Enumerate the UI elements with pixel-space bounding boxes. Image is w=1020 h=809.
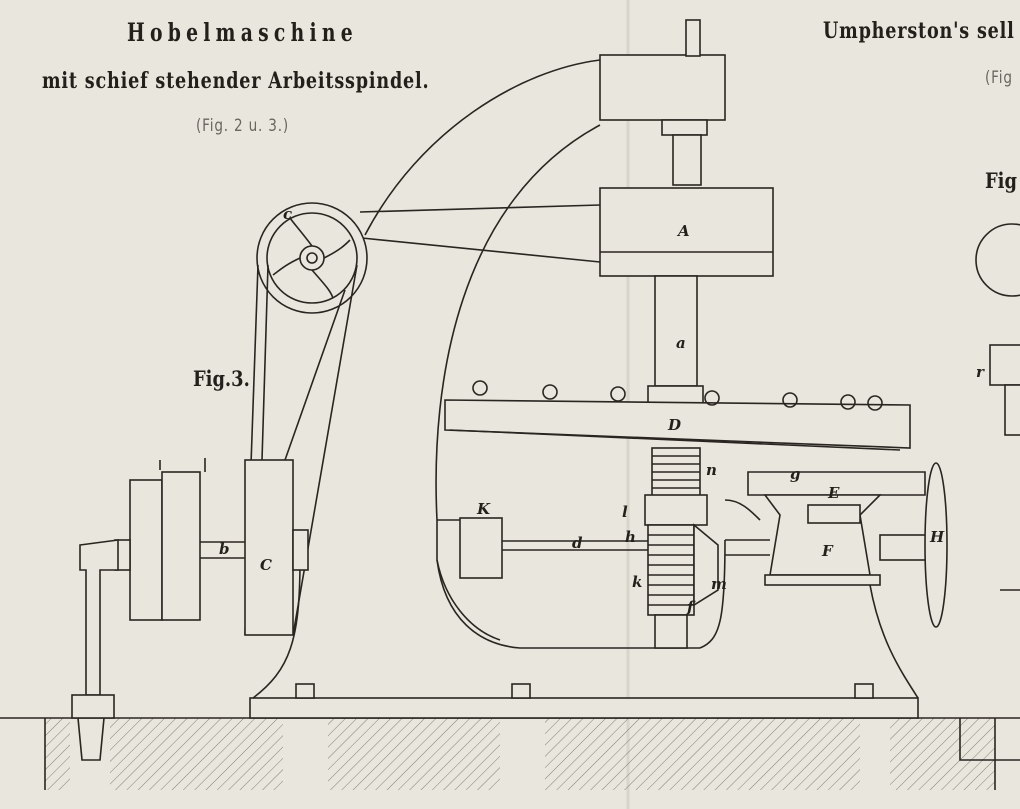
- plate-subtitle: mit schief stehender Arbeitsspindel.: [42, 68, 430, 94]
- right-figure-reference: (Fig: [985, 68, 1013, 88]
- label-r: r: [976, 363, 984, 381]
- label-A: A: [678, 222, 690, 240]
- pulley-c: [256, 202, 368, 314]
- table-D: [444, 380, 911, 451]
- plate-title: Hobelmaschine: [127, 18, 358, 47]
- arm-A: [359, 204, 601, 263]
- label-D: D: [668, 416, 682, 434]
- block-A: [599, 187, 774, 277]
- label-g: g: [790, 465, 801, 483]
- belt: [244, 264, 358, 636]
- label-K: K: [477, 500, 491, 518]
- label-b: b: [219, 540, 230, 558]
- label-l: l: [622, 503, 628, 521]
- crank-stand: [79, 539, 119, 696]
- figure-reference: (Fig. 2 u. 3.): [196, 116, 289, 136]
- label-f: f: [687, 598, 694, 616]
- label-C: C: [260, 556, 272, 574]
- vise-EF: [724, 471, 929, 586]
- figure-label: Fig.3.: [193, 366, 250, 391]
- base-plate: [249, 697, 919, 719]
- frame: [252, 59, 919, 699]
- label-H: H: [930, 528, 945, 546]
- block-K: [459, 517, 503, 579]
- label-n: n: [706, 461, 717, 479]
- label-m: m: [711, 575, 727, 593]
- cone-pulleys: [114, 458, 309, 636]
- label-d: d: [572, 534, 583, 552]
- spindle-a: [654, 275, 698, 387]
- label-k: k: [632, 573, 643, 591]
- right-plate-title: Umpherston's sell: [823, 18, 1015, 44]
- label-F: F: [822, 542, 833, 560]
- spindle-head: [599, 19, 726, 186]
- label-h: h: [625, 528, 636, 546]
- right-figure: [975, 223, 1020, 591]
- foundation: [0, 717, 1020, 790]
- base-bolts: [295, 683, 874, 699]
- label-E: E: [828, 484, 840, 502]
- handwheel-H: [924, 462, 948, 628]
- shaft-d: [502, 540, 648, 551]
- screw: [644, 447, 719, 649]
- label-a: a: [676, 334, 686, 352]
- label-c: c: [283, 205, 293, 223]
- right-figure-label: Fig: [985, 168, 1017, 193]
